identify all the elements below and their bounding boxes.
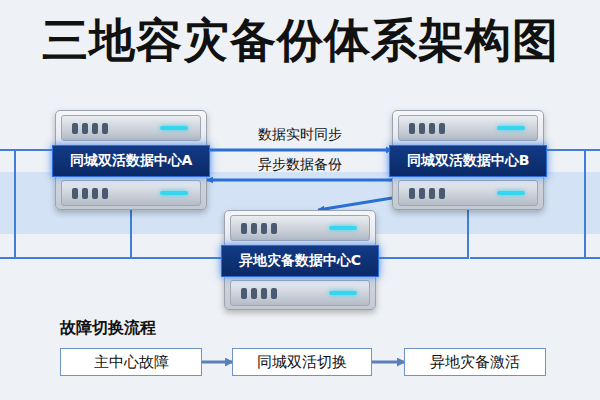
- wire: [584, 150, 586, 258]
- drive-slot: [72, 188, 78, 199]
- node-label: 异地灾备激活: [430, 353, 520, 372]
- status-light: [329, 291, 357, 295]
- flow-arrow: [372, 361, 405, 364]
- server-label-band: 异地灾备数据中心C: [221, 245, 379, 277]
- drive-slot: [92, 123, 98, 134]
- drive-slot: [429, 188, 435, 199]
- diagram-title: 三地容灾备份体系架构图: [0, 12, 600, 68]
- node-label: 同城双活数据中心A: [70, 152, 193, 170]
- drive-slot: [82, 188, 88, 199]
- flow-arrow: [202, 361, 233, 364]
- server-node: 异地灾备数据中心C: [224, 210, 376, 310]
- node-label: 异地灾备数据中心C: [239, 252, 361, 270]
- server-label-band: 同城双活数据中心B: [389, 145, 547, 177]
- wire: [470, 257, 600, 259]
- wire: [542, 149, 600, 151]
- process-box: 异地灾备激活: [404, 348, 546, 376]
- server-node: 同城双活数据中心B: [392, 110, 544, 210]
- flow-arrow: [318, 198, 392, 210]
- drive-slot: [241, 288, 247, 299]
- drive-slot: [261, 223, 267, 234]
- server-label-band: 同城双活数据中心A: [52, 145, 210, 177]
- drive-slot: [439, 188, 445, 199]
- drive-slot: [102, 123, 108, 134]
- status-light: [497, 126, 525, 130]
- drive-slot: [409, 123, 415, 134]
- status-light: [160, 191, 188, 195]
- drive-slot: [419, 123, 425, 134]
- server-node: 同城双活数据中心A: [55, 110, 207, 210]
- drive-slot: [419, 188, 425, 199]
- edge-label: 数据实时同步: [258, 126, 342, 144]
- node-label: 同城双活切换: [257, 353, 347, 372]
- server-panel: [61, 115, 201, 141]
- drive-slot: [102, 188, 108, 199]
- process-box: 同城双活切换: [232, 348, 372, 376]
- node-label: 主中心故障: [94, 353, 169, 372]
- server-panel: [230, 215, 370, 241]
- drive-slot: [92, 188, 98, 199]
- drive-slot: [251, 223, 257, 234]
- wire: [0, 257, 130, 259]
- server-panel: [230, 280, 370, 306]
- link-line: [376, 210, 468, 258]
- node-label: 同城双活数据中心B: [407, 152, 530, 170]
- status-light: [329, 226, 357, 230]
- drive-slot: [439, 123, 445, 134]
- drive-slot: [82, 123, 88, 134]
- edge-label: 异步数据备份: [258, 156, 342, 174]
- server-panel: [398, 115, 538, 141]
- flow-arrow: [207, 179, 392, 182]
- flow-arrow: [207, 149, 392, 152]
- wire: [14, 150, 16, 258]
- drive-slot: [241, 223, 247, 234]
- status-light: [497, 191, 525, 195]
- drive-slot: [72, 123, 78, 134]
- drive-slot: [271, 223, 277, 234]
- server-panel: [398, 180, 538, 206]
- link-line: [131, 210, 224, 258]
- drive-slot: [251, 288, 257, 299]
- drive-slot: [429, 123, 435, 134]
- section-heading: 故障切换流程: [60, 318, 156, 339]
- drive-slot: [261, 288, 267, 299]
- status-light: [160, 126, 188, 130]
- server-panel: [61, 180, 201, 206]
- wire: [0, 149, 55, 151]
- drive-slot: [271, 288, 277, 299]
- drive-slot: [409, 188, 415, 199]
- process-box: 主中心故障: [60, 348, 202, 376]
